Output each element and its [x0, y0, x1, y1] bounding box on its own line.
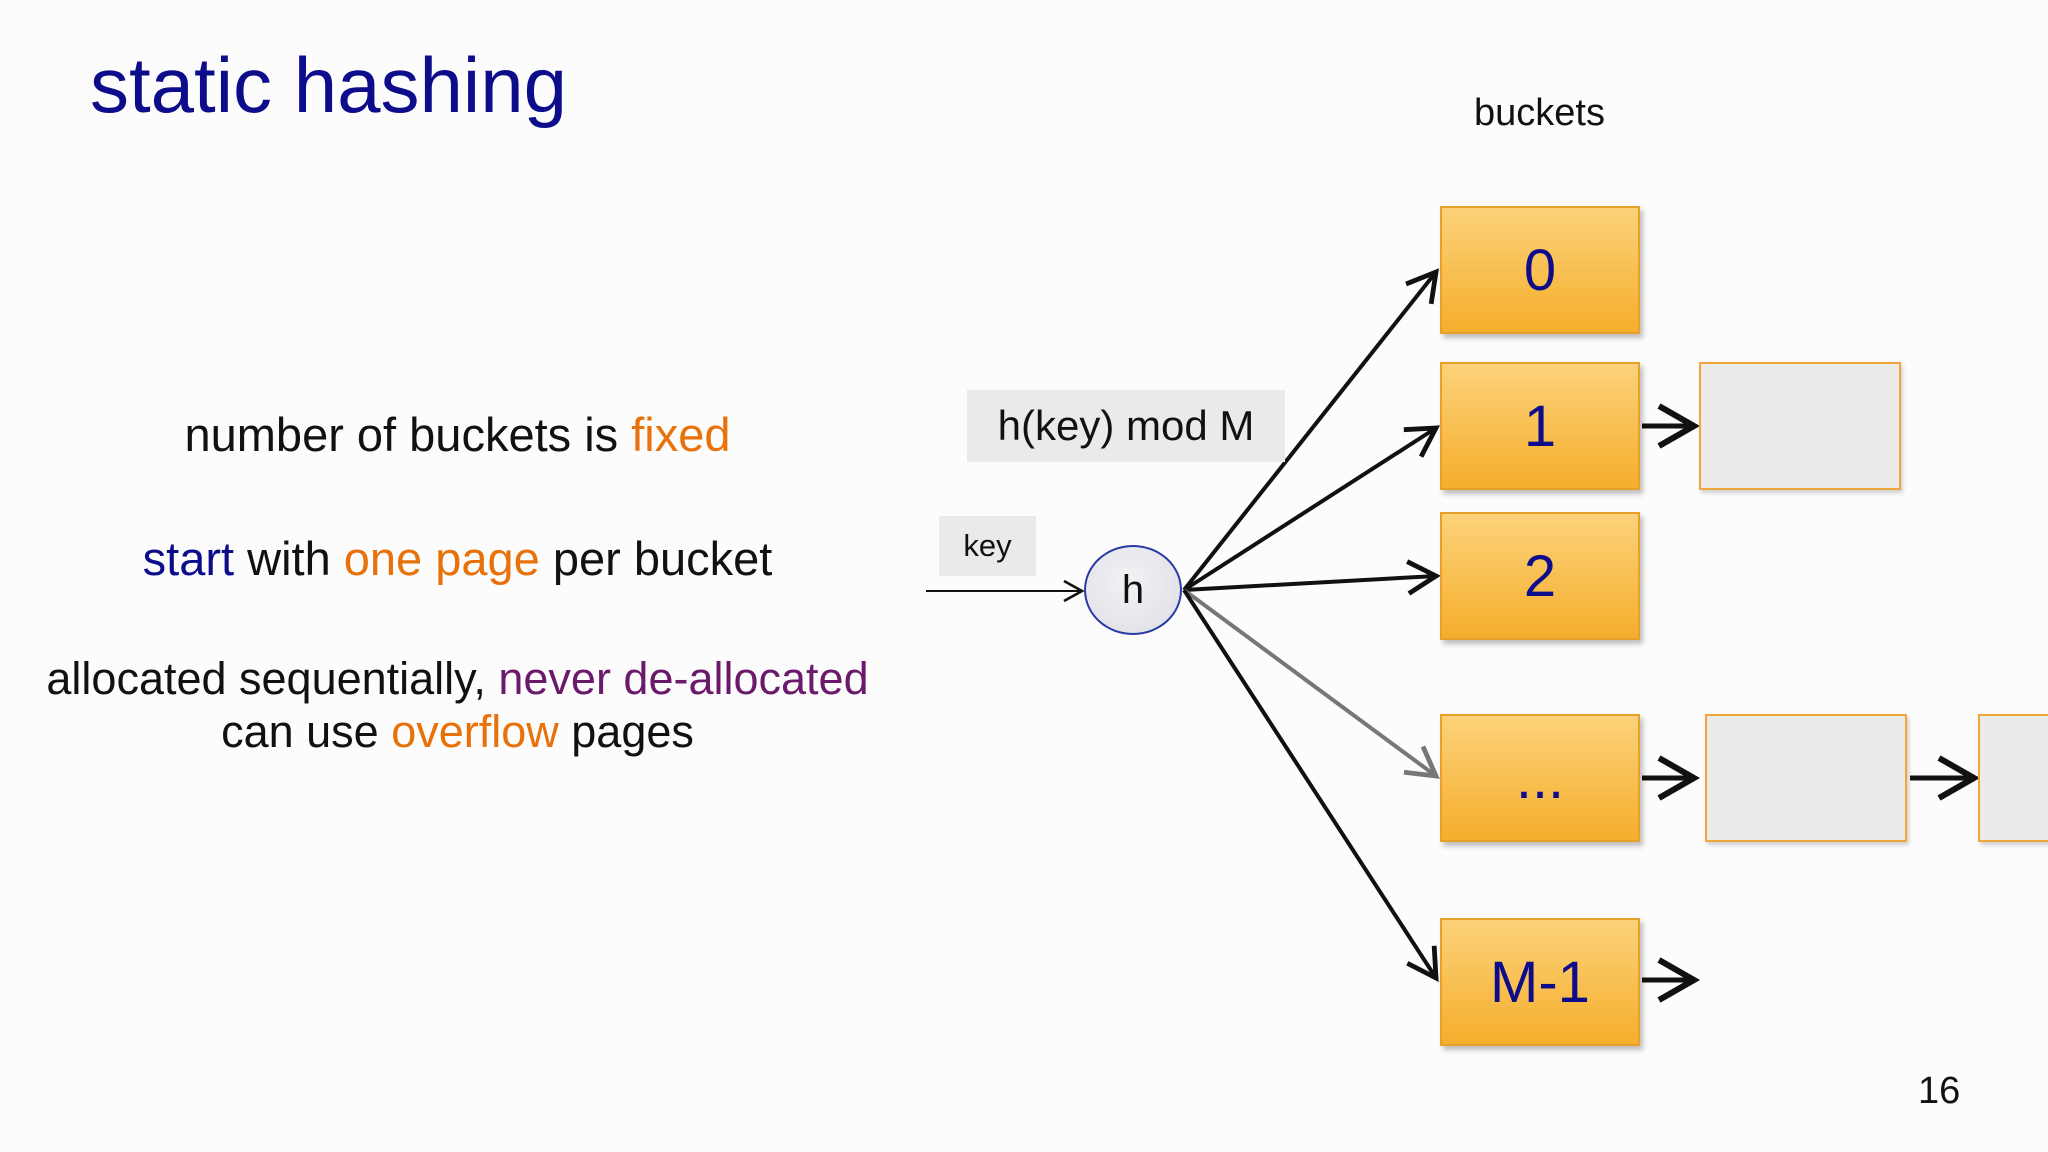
overflow-page-chain: [1978, 714, 2048, 842]
bullet-highlight-one-page: one page: [343, 532, 540, 585]
arrow-to-bucket-m1: [1182, 588, 1439, 983]
hash-node: h: [1084, 545, 1182, 635]
slide-title: static hashing: [90, 41, 567, 129]
bullet-text: allocated sequentially,: [46, 653, 499, 704]
bullet-word-per-bucket: per bucket: [539, 532, 773, 585]
arrow-to-bucket-ellipsis: [1182, 588, 1440, 779]
bucket-0: 0: [1440, 206, 1640, 334]
arrow-to-bucket-0: [1182, 268, 1440, 592]
bullet-allocation-line1: allocated sequentially, never de-allocat…: [0, 652, 915, 705]
arrow-to-bucket-2: [1183, 559, 1441, 596]
bullet-allocation-line2: can use overflow pages: [0, 705, 915, 758]
bucket-ellipsis: ...: [1440, 714, 1640, 842]
page-number: 16: [1918, 1070, 1961, 1112]
bullet-text: pages: [558, 706, 694, 758]
bullet-highlight: fixed: [631, 408, 731, 461]
buckets-label: buckets: [1474, 92, 1605, 134]
overflow-page-bucket-ellipsis: [1705, 714, 1907, 842]
bullet-text: can use: [221, 706, 392, 758]
bullet-highlight-overflow: overflow: [391, 706, 559, 758]
key-label: key: [939, 516, 1036, 576]
bullet-fixed-buckets: number of buckets is fixed: [0, 408, 915, 462]
bullet-highlight-never-deallocated: never de-allocated: [498, 653, 869, 704]
bucket-m-minus-1: M-1: [1440, 918, 1640, 1046]
bullet-one-page: start with one page per bucket: [0, 532, 915, 586]
bullet-text: number of buckets is: [184, 408, 632, 461]
overflow-page-bucket-1: [1699, 362, 1901, 490]
bullet-word-with: with: [234, 532, 344, 585]
bucket-1: 1: [1440, 362, 1640, 490]
bucket-2: 2: [1440, 512, 1640, 640]
bullet-allocation: allocated sequentially, never de-allocat…: [0, 652, 915, 758]
arrow-to-bucket-1: [1182, 425, 1441, 592]
bullet-word-start: start: [142, 532, 235, 585]
hash-function-label: h(key) mod M: [967, 390, 1285, 462]
